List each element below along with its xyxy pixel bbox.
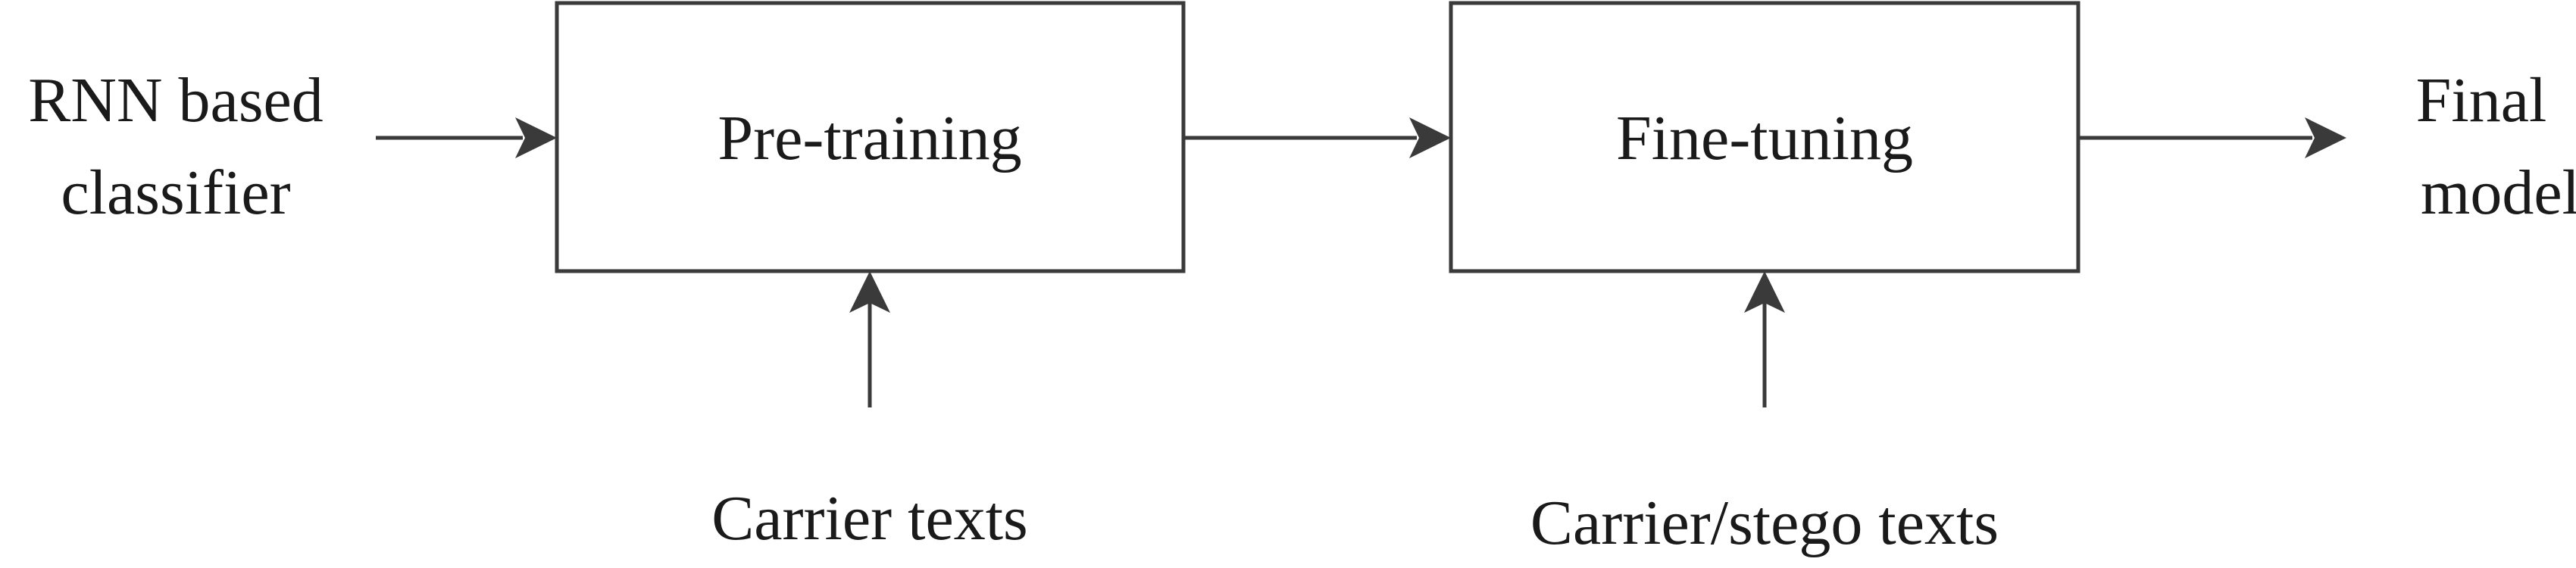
arrow-stego-to-finetuning (1744, 271, 1785, 407)
output-label-line2: model (2421, 158, 2576, 228)
pretraining-label: Pre-training (717, 103, 1021, 173)
finetuning-input-label: Carrier/stego texts (1530, 488, 1999, 558)
input-label-line1: RNN based (28, 65, 324, 136)
arrow-pretraining-to-finetuning (1183, 117, 1451, 158)
pretraining-stage: Pre-training (555, 1, 1186, 273)
arrow-finetuning-to-output (2078, 117, 2346, 158)
finetuning-label: Fine-tuning (1616, 103, 1913, 173)
pretraining-box (555, 1, 1186, 273)
arrow-input-to-pretraining (376, 117, 557, 158)
input-label-line2: classifier (61, 158, 290, 228)
finetuning-stage: Fine-tuning (1449, 1, 2080, 273)
output-label-line1: Final (2416, 65, 2547, 136)
pretraining-input-label: Carrier texts (711, 483, 1028, 554)
arrow-carrier-to-pretraining (849, 271, 890, 407)
